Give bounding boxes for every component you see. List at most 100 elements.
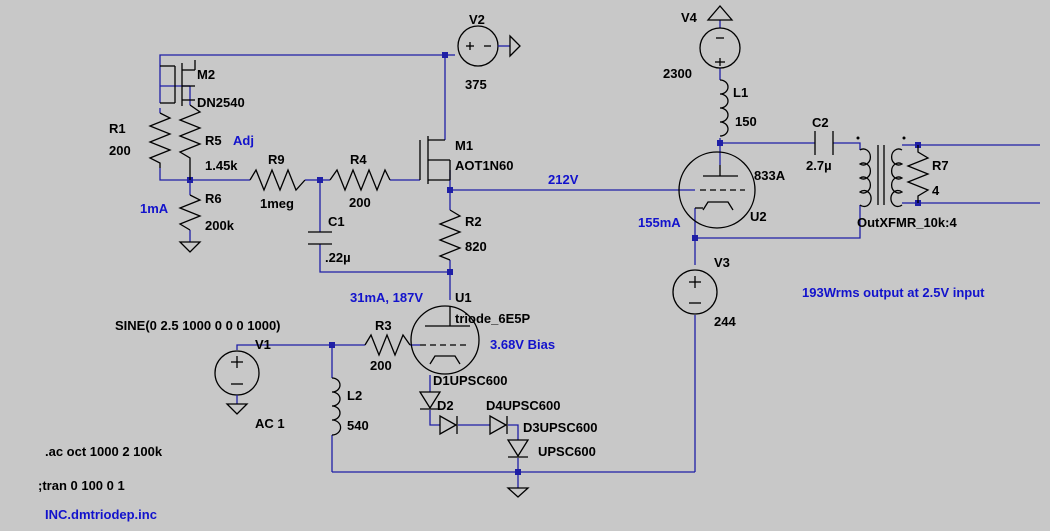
v3-name: V3	[714, 255, 730, 270]
l2-value: 540	[347, 418, 369, 433]
l1-name: L1	[733, 85, 748, 100]
v2-value: 375	[465, 77, 487, 92]
r2-resistor[interactable]	[438, 209, 462, 261]
d2-diode[interactable]	[439, 414, 458, 436]
m1-name: M1	[455, 138, 473, 153]
r5-value: 1.45k	[205, 158, 238, 173]
r6-value: 200k	[205, 218, 235, 233]
l1-value: 150	[735, 114, 757, 129]
c2-value: 2.7µ	[806, 158, 832, 173]
component-labels: V2 375 V4 2300 L1 150 C2 2.7µ R7 4 OutXF…	[109, 10, 957, 459]
r7-name: R7	[932, 158, 949, 173]
annotations: Adj 1mA 212V 155mA 31mA, 187V 3.68V Bias…	[140, 133, 985, 352]
junction-dot	[717, 140, 723, 146]
arrow-up-icon	[706, 5, 734, 21]
v3-source[interactable]	[672, 269, 718, 315]
junction-dot	[317, 177, 323, 183]
v3-value: 244	[714, 314, 736, 329]
d4-diode[interactable]	[489, 414, 508, 436]
r6-name: R6	[205, 191, 222, 206]
c2-name: C2	[812, 115, 829, 130]
ground-icon	[225, 403, 249, 415]
r1-resistor[interactable]	[148, 112, 172, 168]
u1-triode[interactable]	[410, 305, 480, 375]
tran-directive: ;tran 0 100 0 1	[38, 478, 125, 493]
c2-capacitor[interactable]	[814, 131, 834, 155]
ground-icon	[509, 34, 521, 58]
l1-inductor[interactable]	[719, 79, 729, 137]
v2-name: V2	[469, 12, 485, 27]
output-note: 193Wrms output at 2.5V input	[802, 285, 985, 300]
r7-resistor[interactable]	[906, 145, 930, 203]
v1-source[interactable]	[214, 350, 260, 415]
m2-mosfet[interactable]	[160, 60, 196, 106]
c1-name: C1	[328, 214, 345, 229]
r1-value: 200	[109, 143, 131, 158]
junction-dot	[447, 187, 453, 193]
l2-inductor[interactable]	[331, 377, 342, 436]
m1-mosfet[interactable]	[419, 136, 451, 184]
junction-dot	[329, 342, 335, 348]
u1-name: U1	[455, 290, 472, 305]
xfmr-name: OutXFMR_10k:4	[857, 215, 957, 230]
spice-directives: .ac oct 1000 2 100k ;tran 0 100 0 1 INC.…	[38, 444, 163, 522]
r5-name: R5	[205, 133, 222, 148]
u2-name: U2	[750, 209, 767, 224]
v4-source[interactable]	[699, 5, 741, 69]
r4-resistor[interactable]	[329, 168, 391, 192]
l2-name: L2	[347, 388, 362, 403]
m1-value: AOT1N60	[455, 158, 514, 173]
r9-resistor[interactable]	[249, 168, 306, 192]
r6-resistor[interactable]	[178, 194, 202, 253]
bias-note: 3.68V Bias	[490, 337, 555, 352]
voltage-212v: 212V	[548, 172, 579, 187]
r9-value: 1meg	[260, 196, 294, 211]
c1-capacitor[interactable]	[308, 231, 332, 245]
junction-dot	[692, 235, 698, 241]
junction-dot	[442, 52, 448, 58]
output-transformer[interactable]	[856, 136, 916, 208]
c1-value: .22µ	[325, 250, 351, 265]
ac-directive: .ac oct 1000 2 100k	[45, 444, 163, 459]
junction-dot	[515, 469, 521, 475]
current-1ma: 1mA	[140, 201, 169, 216]
d1-diode[interactable]	[418, 391, 442, 410]
r2-name: R2	[465, 214, 482, 229]
r3-name: R3	[375, 318, 392, 333]
v4-value: 2300	[663, 66, 692, 81]
u2-value: 833A	[754, 168, 786, 183]
u1-operating-point: 31mA, 187V	[350, 290, 423, 305]
r9-name: R9	[268, 152, 285, 167]
r4-value: 200	[349, 195, 371, 210]
junction-dot	[447, 269, 453, 275]
r2-value: 820	[465, 239, 487, 254]
m2-name: M2	[197, 67, 215, 82]
d2-name: D2	[437, 398, 454, 413]
include-directive: INC.dmtriodep.inc	[45, 507, 157, 522]
d3-name: D3UPSC600	[523, 420, 597, 435]
r7-value: 4	[932, 183, 940, 198]
current-155ma: 155mA	[638, 215, 681, 230]
r3-resistor[interactable]	[364, 333, 411, 357]
v1-name: V1	[255, 337, 271, 352]
ground-icon	[506, 487, 530, 498]
u2-triode[interactable]	[678, 151, 756, 229]
v2-source[interactable]	[457, 25, 521, 67]
v1-value: AC 1	[255, 416, 285, 431]
d3-diode[interactable]	[506, 439, 530, 498]
r3-value: 200	[370, 358, 392, 373]
wires	[159, 20, 1040, 488]
r5-resistor[interactable]	[178, 104, 202, 180]
r1-name: R1	[109, 121, 126, 136]
adj-note: Adj	[233, 133, 254, 148]
v1-source-spec: SINE(0 2.5 1000 0 0 0 1000)	[115, 318, 281, 333]
v4-name: V4	[681, 10, 698, 25]
ground-icon	[178, 241, 202, 253]
u1-value: triode_6E5P	[455, 311, 530, 326]
d3-extra-value: UPSC600	[538, 444, 596, 459]
r4-name: R4	[350, 152, 367, 167]
d1-name: D1UPSC600	[433, 373, 507, 388]
m2-value: DN2540	[197, 95, 245, 110]
d4-name: D4UPSC600	[486, 398, 560, 413]
